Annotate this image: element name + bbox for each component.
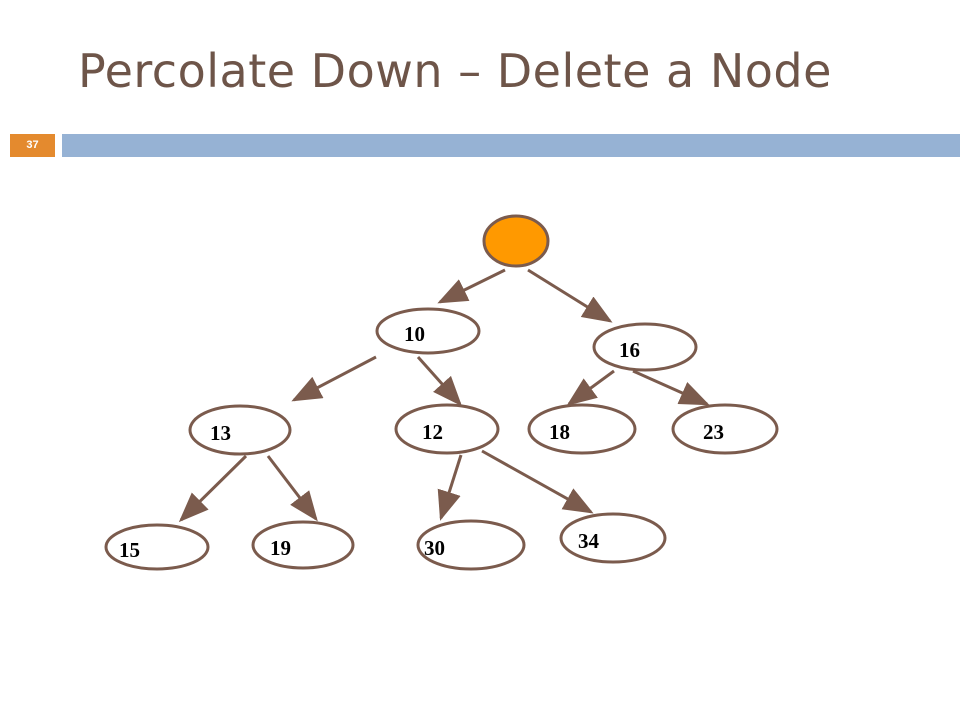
header-accent-bar [62, 134, 960, 157]
node-shape [104, 523, 210, 571]
node-shape [416, 519, 526, 571]
tree-node-12: 12 [394, 403, 500, 455]
tree-nodes: 10 16 13 12 18 23 15 19 30 34 [104, 214, 779, 571]
edge-n13-n19 [266, 455, 318, 522]
tree-edges [178, 268, 710, 523]
node-shape [251, 520, 355, 570]
node-label: 23 [703, 420, 724, 444]
edge-root-n10 [437, 268, 506, 304]
edge-n16-n18 [566, 369, 615, 406]
edge-root-n16 [527, 268, 613, 323]
tree-node-18: 18 [527, 403, 637, 455]
node-shape [559, 512, 667, 564]
edge-n10-n12 [416, 356, 462, 407]
node-shape [394, 403, 500, 455]
tree-node-16: 16 [592, 322, 698, 372]
tree-node-root [482, 214, 550, 268]
slide-title: Percolate Down – Delete a Node [78, 44, 832, 98]
node-shape [671, 403, 779, 455]
tree-node-30: 30 [416, 519, 526, 571]
root-node-shape [482, 214, 550, 268]
node-label: 15 [119, 538, 140, 562]
node-shape [592, 322, 698, 372]
node-label: 13 [210, 421, 231, 445]
tree-node-15: 15 [104, 523, 210, 571]
edge-n13-n15 [178, 454, 248, 523]
node-label: 30 [424, 536, 445, 560]
node-label: 12 [422, 420, 443, 444]
edge-n10-n13 [291, 355, 377, 402]
slide-number-badge: 37 [10, 134, 55, 157]
tree-node-19: 19 [251, 520, 355, 570]
node-shape [375, 307, 481, 355]
node-shape [188, 404, 292, 456]
node-label: 10 [404, 322, 425, 346]
edge-n16-n23 [632, 369, 710, 406]
tree-node-23: 23 [671, 403, 779, 455]
node-shape [527, 403, 637, 455]
edge-n12-n30 [437, 454, 463, 521]
tree-node-34: 34 [559, 512, 667, 564]
node-label: 19 [270, 536, 291, 560]
node-label: 16 [619, 338, 640, 362]
node-label: 18 [549, 420, 570, 444]
tree-node-13: 13 [188, 404, 292, 456]
tree-node-10: 10 [375, 307, 481, 355]
node-label: 34 [578, 529, 600, 553]
edge-n12-n34 [481, 449, 594, 514]
